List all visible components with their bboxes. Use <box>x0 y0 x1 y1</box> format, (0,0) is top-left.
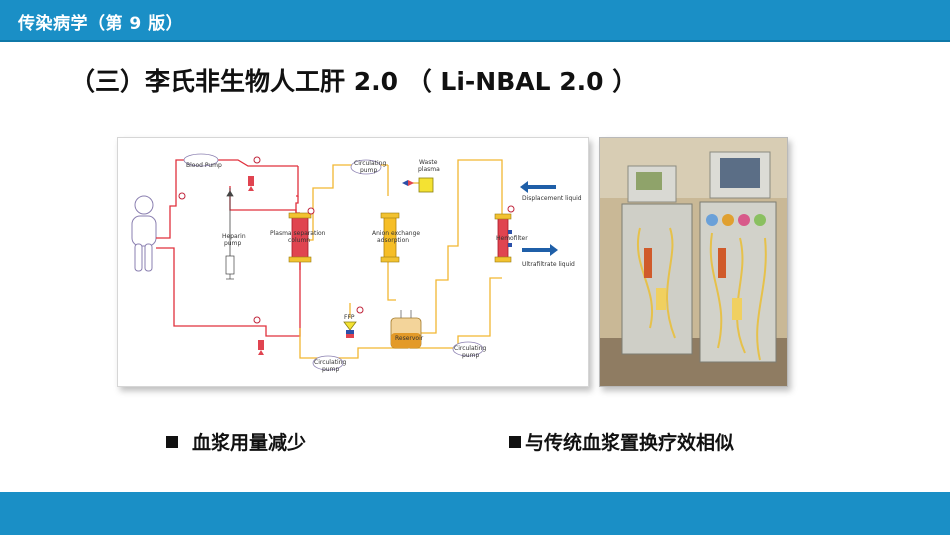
book-title: 传染病学（第 9 版） <box>18 14 184 34</box>
label-circulating-bottom-pump: pump <box>322 366 339 373</box>
machine-photo-illustration <box>600 138 787 386</box>
label-circulating-right-pump: pump <box>462 352 479 359</box>
label-ultrafiltrate-liquid: Ultrafiltrate liquid <box>522 261 575 268</box>
label-column: column <box>288 237 310 244</box>
bullet-text: 血浆用量减少 <box>192 432 307 454</box>
ultrafiltrate-liquid-arrow <box>522 244 558 256</box>
label-adsorption: adsorption <box>377 237 409 244</box>
blood-pump <box>183 153 219 167</box>
pressure-gauges <box>178 156 515 324</box>
machine-photo <box>599 137 788 387</box>
label-circulating-right: Circulating <box>454 345 486 352</box>
reservoir <box>390 310 422 349</box>
label-waste: Waste <box>419 159 438 166</box>
bullet-item: 与传统血浆置换疗效相似 <box>509 428 734 455</box>
bullet-square-icon <box>166 435 178 448</box>
anion-exchange-column <box>380 212 400 263</box>
circulating-pump-top <box>350 159 382 175</box>
footer-bar <box>0 492 950 535</box>
label-anion-exchange: Anion exchange <box>372 230 420 237</box>
label-circulating-top: Circulating <box>354 160 386 167</box>
circulating-pump-right <box>452 341 484 357</box>
displacement-liquid-arrow <box>520 181 556 193</box>
label-heparin-pump: pump <box>224 240 241 247</box>
label-hemofilter: Hemofilter <box>496 235 528 242</box>
header-bar: 传染病学（第 9 版） <box>0 0 950 42</box>
slide-title: （三）李氏非生物人工肝 2.0 （ Li-NBAL 2.0 ） <box>70 67 638 96</box>
circuit-diagram: Blood Pump Heparin pump Plasma separatio… <box>117 137 589 387</box>
label-reservoir: Reservoir <box>395 335 424 342</box>
ffp-bag <box>343 321 357 338</box>
label-plasma-separation: Plasma separation <box>270 230 326 237</box>
label-waste-plasma: plasma <box>418 166 440 173</box>
label-displacement-liquid: Displacement liquid <box>522 195 582 202</box>
blood-circuit-lines <box>156 159 301 337</box>
label-blood-pump: Blood Pump <box>186 162 222 169</box>
label-circulating-bottom: Circulating <box>314 359 346 366</box>
drip-chambers <box>248 176 264 355</box>
patient-figure <box>131 195 157 272</box>
hemofilter <box>494 213 512 263</box>
plasma-separation-column <box>288 212 312 263</box>
label-heparin: Heparin <box>222 233 246 240</box>
label-ffp: FFP <box>344 314 355 321</box>
bullet-text: 与传统血浆置换疗效相似 <box>525 432 735 454</box>
heparin-pump <box>225 255 235 280</box>
label-circulating-top-pump: pump <box>360 167 377 174</box>
waste-plasma-bag <box>402 177 434 193</box>
bullet-item: 血浆用量减少 <box>166 428 306 455</box>
bullet-square-icon <box>509 435 521 448</box>
circuit-diagram-svg: Blood Pump Heparin pump Plasma separatio… <box>131 153 582 373</box>
heparin-line <box>226 188 234 266</box>
circulating-pump-bottom <box>312 355 344 371</box>
